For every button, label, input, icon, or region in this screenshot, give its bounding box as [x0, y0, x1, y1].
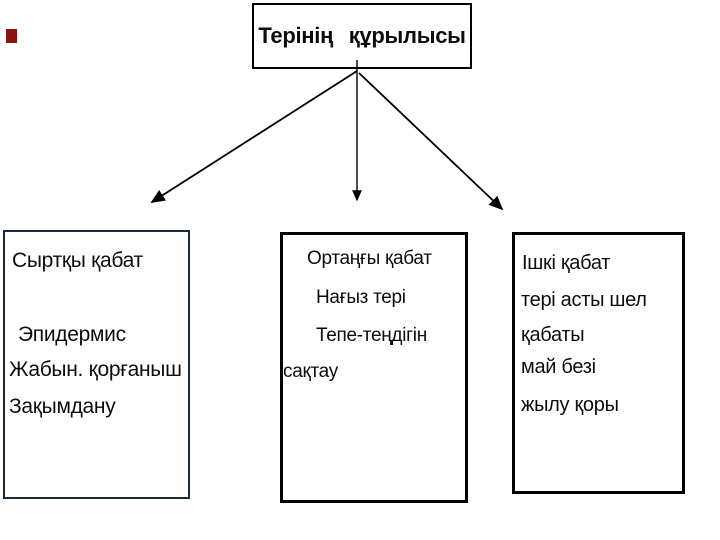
outer-box-line-1: Сыртқы қабат: [12, 249, 143, 272]
middle-box-line-3: Тепе-теңдігін: [316, 325, 427, 346]
title-box: Терінің құрылысы: [252, 3, 472, 69]
arrow-title-to-inner-box: [358, 72, 504, 211]
outer-box-line-3: Жабын. қорғаныш: [9, 358, 182, 381]
outer-layer-box: [3, 230, 190, 499]
inner-box-line-5: жылу қоры: [521, 394, 619, 416]
inner-box-line-1: Ішкі қабат: [522, 252, 611, 274]
diagram-title: Терінің құрылысы: [258, 23, 466, 48]
inner-box-line-2: тері асты шел: [521, 289, 647, 311]
inner-box-line-3: қабаты: [521, 324, 585, 346]
middle-box-line-2: Нағыз тері: [316, 287, 406, 308]
middle-layer-box: [280, 232, 468, 503]
outer-box-line-4: Зақымдану: [9, 395, 116, 418]
arrow-title-to-outer-box: [150, 70, 358, 203]
inner-layer-box: [512, 232, 685, 494]
outer-box-line-2: Эпидермис: [18, 323, 126, 346]
middle-box-line-1: Ортаңғы қабат: [307, 248, 432, 269]
inner-box-line-4: май безі: [521, 356, 596, 378]
red-bullet-square: [6, 29, 17, 43]
middle-box-line-4: сақтау: [283, 361, 338, 382]
